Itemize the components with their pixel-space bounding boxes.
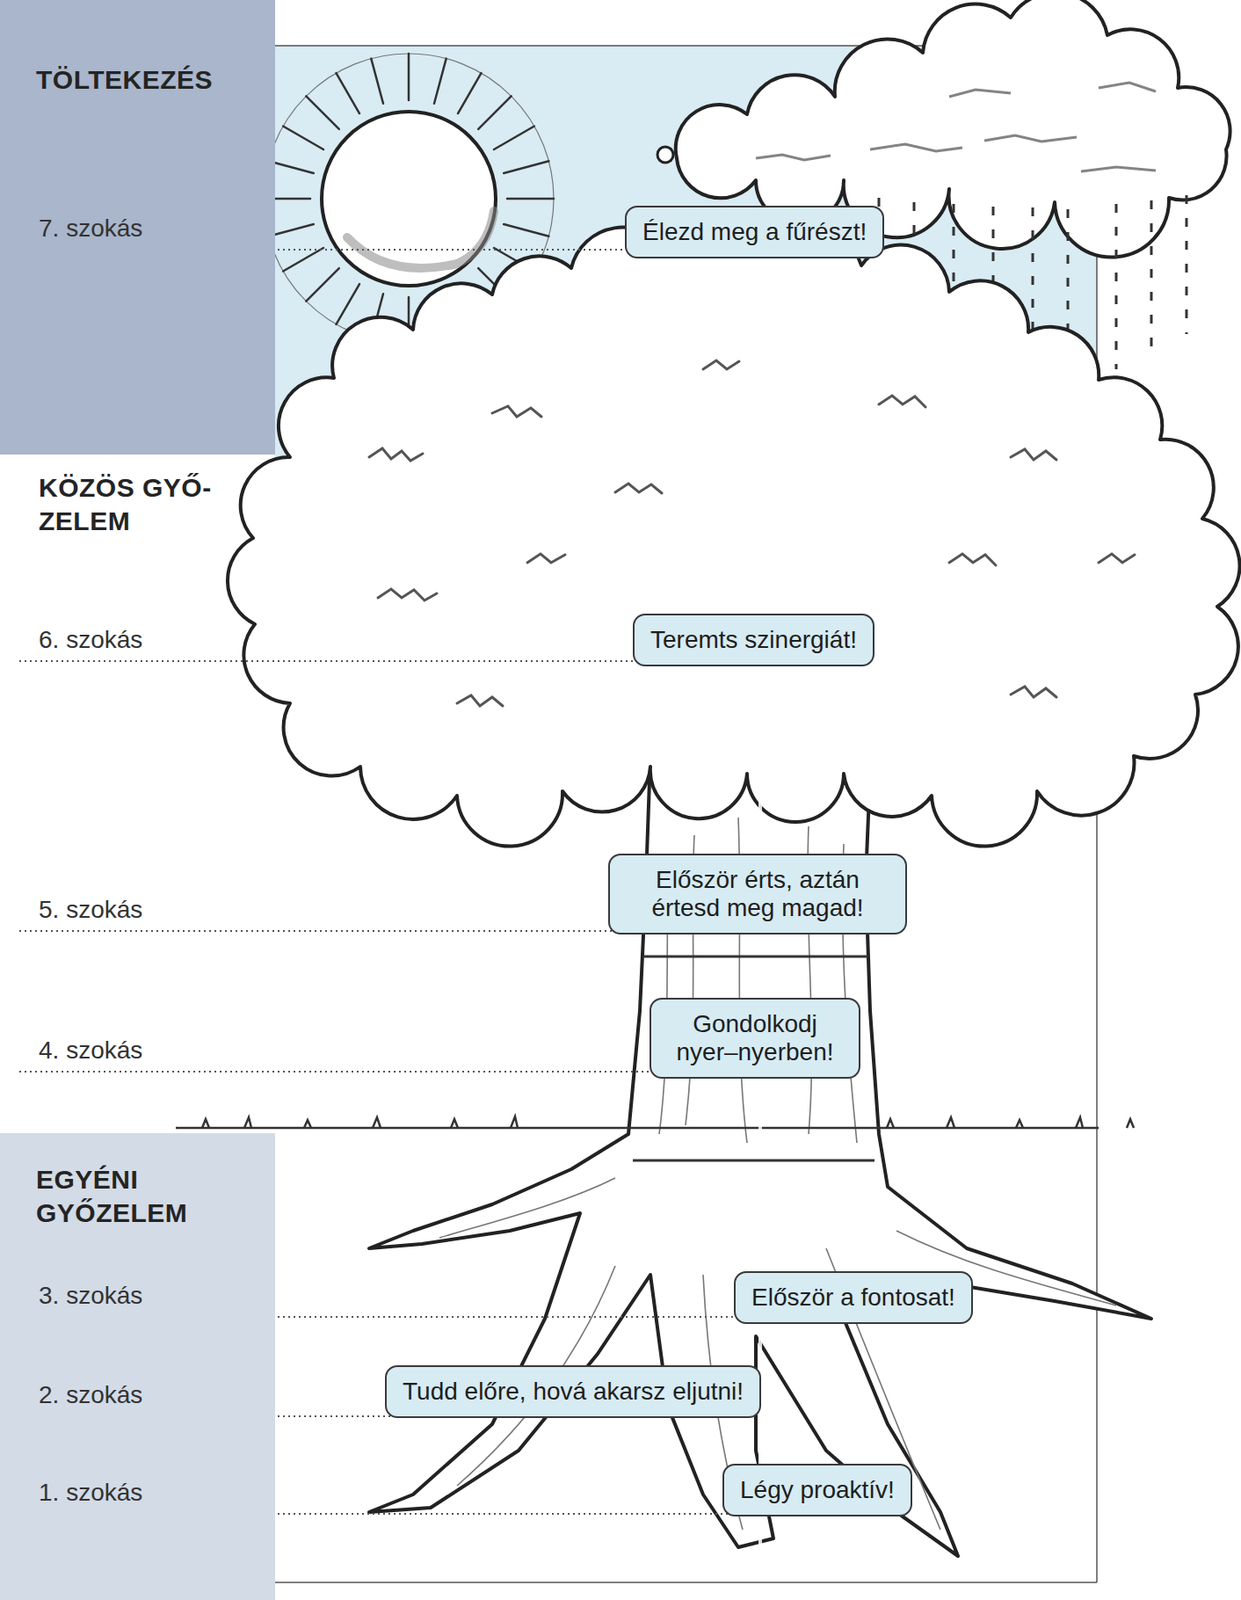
canopy-part-part [527,553,566,563]
habit-box: Teremts szinergiát! [632,613,875,667]
trunk-band-lines [632,956,875,1161]
rain-part [1115,203,1118,370]
sun-part-part [305,95,340,130]
section-heading: KÖZÖS GYŐ- ZELEM [38,471,241,538]
cloud-part [755,82,1156,172]
rain-part [1150,200,1154,352]
canopy-part-part [949,553,996,566]
habit-box: Tudd előre, hová akarsz eljutni! [384,1364,762,1418]
habit-text: Teremts szinergiát! [650,625,857,654]
canopy-part-part [703,360,740,370]
canopy-part-part [369,448,423,461]
habit-number: 3. szokás [38,1281,143,1310]
sun-part-part [283,126,324,151]
sun-part-part [507,197,554,201]
sun-part-part [434,58,447,104]
canopy-part-part [492,406,542,417]
rain-part [1185,195,1189,334]
trunk-part-part [439,1177,616,1238]
cloud-part-part [870,144,963,152]
sun-part-part [493,126,535,151]
habit-text: Gondolkodj nyer–nyerben! [667,1009,843,1067]
section-heading: TÖLTEKEZÉS [36,63,258,97]
canopy-part [227,223,1241,847]
trunk-band-lines-part [632,1159,875,1162]
sun-part-part [305,268,340,302]
habit-text: Először a fontosat! [751,1283,956,1312]
habit-number: 2. szokás [38,1380,143,1409]
sun-part-part [407,53,411,101]
grass-part [175,1126,1099,1130]
habit-number: 4. szokás [38,1036,143,1065]
trunk-part [439,817,1117,1530]
cloud-part-part [755,154,831,160]
section-band: EGYÉNI GYŐZELEM [0,1132,276,1600]
canopy [227,223,1241,847]
cloud-part [657,146,674,163]
sun-part-part [336,283,361,325]
section-heading: EGYÉNI GYŐZELEM [36,1162,258,1229]
sun-part-part [503,160,549,174]
habit-box: Gondolkodj nyer–nyerben! [649,997,861,1079]
sun-part-part [268,160,314,174]
sun-part-part [370,58,384,104]
canopy-part-part [615,483,662,494]
habit-text: Tudd előre, hová akarsz eljutni! [402,1377,744,1406]
sun-part-part [336,72,361,114]
habit-number: 5. szokás [38,895,143,924]
sun-part [347,210,494,269]
cloud-part-part [1098,82,1156,92]
canopy-part [369,360,1135,706]
habit-text: Légy proaktív! [740,1475,895,1504]
habit-number: 1. szokás [38,1478,143,1507]
sun-part-part [478,95,512,130]
habit-number: 7. szokás [38,214,143,243]
habit-text: Élezd meg a fűrészt! [642,217,867,247]
sun-part [321,111,496,286]
habit-box: Élezd meg a fűrészt! [624,205,885,259]
cloud-part-part [984,135,1077,142]
leader-lines-part [19,660,668,662]
canopy-part-part [1010,449,1057,460]
canopy-part-part [878,395,926,407]
cloud-part-part [949,89,1011,97]
sun-part-part [503,224,549,237]
canopy-part-part [377,588,437,601]
cloud-part-part [1081,166,1156,172]
habit-box: Légy proaktív! [722,1463,913,1517]
habit-text: Először érts, aztán értesd meg magad! [625,865,890,922]
leader-lines-part [19,1070,695,1073]
sun-part-part [268,224,314,237]
canopy-part-part [1098,553,1135,563]
grass [175,1116,1134,1128]
sun-part-part [457,72,482,114]
habit-box: Először a fontosat! [733,1270,973,1324]
canopy-part-part [1010,686,1057,697]
habit-number: 6. szokás [38,625,143,654]
trunk-band-lines-part [644,955,869,958]
leader-lines-part [19,929,668,932]
habit-box: Először érts, aztán értesd meg magad! [608,853,908,935]
grass-part [202,1116,1134,1128]
canopy-part-part [457,695,503,706]
sun-part-part [283,247,324,272]
